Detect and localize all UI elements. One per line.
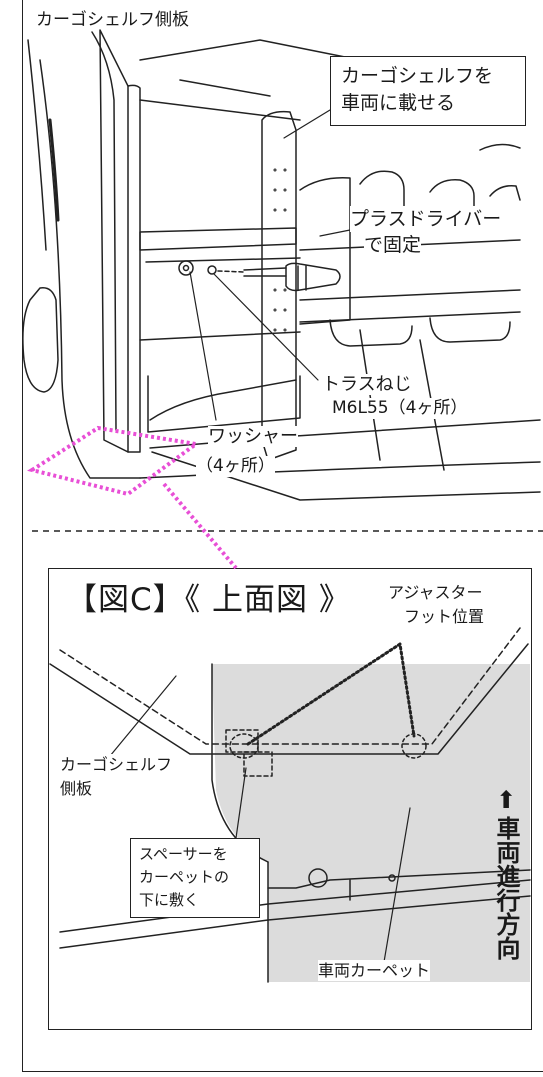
washer-label-line-1: ワッシャー bbox=[208, 426, 298, 447]
spacer-callout: スペーサーを カーペットの 下に敷く bbox=[130, 838, 260, 918]
truss-screw-label-line-1: トラスねじ bbox=[322, 374, 412, 395]
truss-screw-label-line-2: M6L55（4ヶ所） bbox=[332, 398, 468, 419]
figure-c-title: 【図C】《 上面図 》 bbox=[66, 582, 351, 618]
spacer-line-1: スペーサーを bbox=[139, 845, 228, 863]
direction-text: 車両進行方向 bbox=[492, 816, 520, 960]
screwdriver-label-line-1: プラスドライバー bbox=[350, 206, 502, 232]
section-divider bbox=[32, 530, 543, 532]
spacer-line-3: 下に敷く bbox=[139, 891, 200, 909]
side-panel-label: カーゴシェルフ側板 bbox=[36, 10, 189, 30]
figc-side-panel-label-line-2: 側板 bbox=[60, 778, 93, 799]
adjuster-label-line-1: アジャスター bbox=[388, 583, 483, 602]
adjuster-label-line-2: フット位置 bbox=[404, 607, 485, 626]
carpet-label: 車両カーペット bbox=[318, 960, 431, 981]
load-shelf-callout: カーゴシェルフを 車両に載せる bbox=[330, 56, 526, 126]
load-shelf-line-2: 車両に載せる bbox=[341, 92, 456, 114]
screwdriver-label-line-2: で固定 bbox=[364, 232, 422, 258]
spacer-line-2: カーペットの bbox=[139, 868, 230, 886]
up-arrow-icon: ⬆ bbox=[495, 786, 517, 814]
washer-label-line-2: （4ヶ所） bbox=[196, 456, 275, 477]
figc-side-panel-label-line-1: カーゴシェルフ bbox=[60, 754, 173, 775]
load-shelf-line-1: カーゴシェルフを bbox=[341, 65, 494, 87]
vehicle-interior-illustration bbox=[22, 29, 541, 501]
vehicle-direction-indicator: ⬆ 車両進行方向 bbox=[490, 788, 522, 960]
figure-frame bbox=[22, 0, 543, 1072]
